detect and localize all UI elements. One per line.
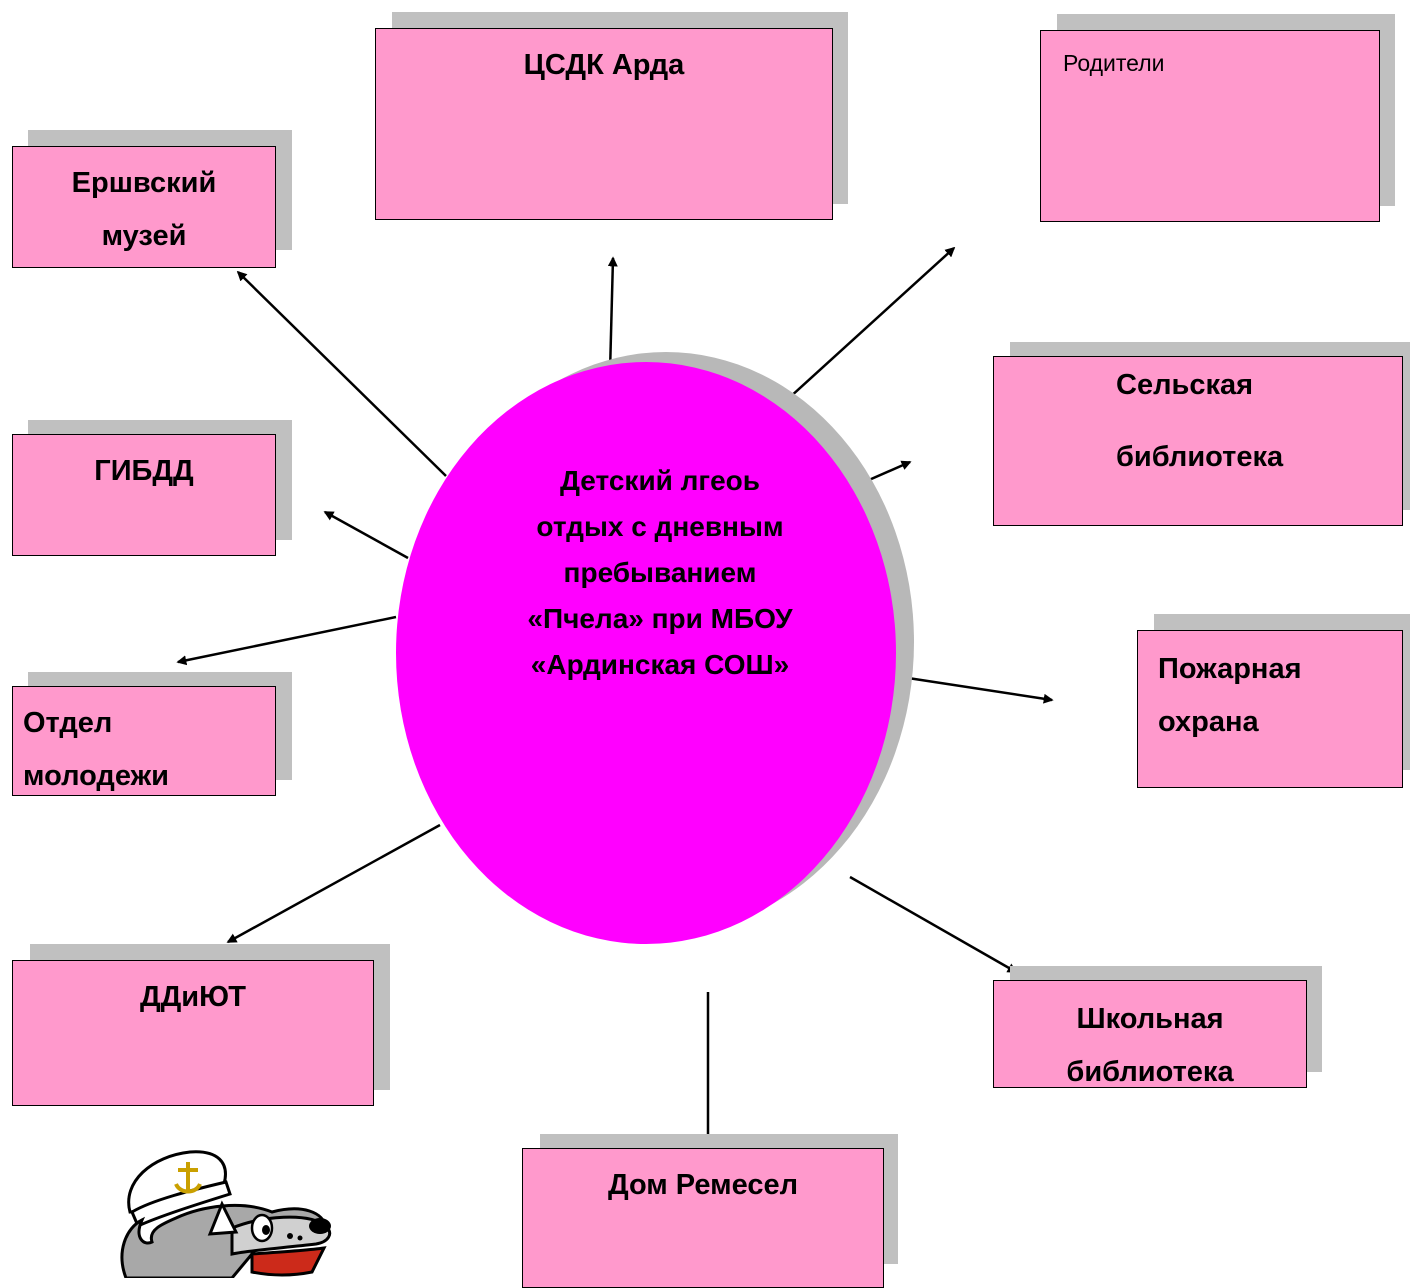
center-line: отдых с дневным <box>536 511 784 542</box>
node-label: Ершвский музей <box>71 167 217 252</box>
arrow-to-parents <box>777 246 956 409</box>
arrow-to-museum <box>236 270 447 477</box>
arrow-to-gibdd <box>323 510 409 560</box>
arrow-to-cdk <box>607 256 618 373</box>
center-line: «Ардинская СОШ» <box>530 649 790 680</box>
node-label: Школьная библиотека <box>1066 1003 1234 1088</box>
node-label: ЦСДК Арда <box>523 49 685 81</box>
node-label: Отдел молодежи <box>23 707 169 792</box>
node-label: ДДиЮТ <box>139 981 247 1013</box>
node-label: Пожарная охрана <box>1158 653 1302 738</box>
node-label: Дом Ремесел <box>607 1169 799 1201</box>
node-label: ГИБДД <box>94 455 194 487</box>
arrow-to-school-library <box>849 875 1018 974</box>
node-label: Сельская библиотека <box>1116 369 1284 473</box>
center-line: Детский лгеоь <box>560 465 760 496</box>
arrow-to-ddiut <box>226 823 441 944</box>
wolf-sailor-cartoon-icon <box>120 1150 332 1278</box>
center-circle <box>396 362 896 944</box>
arrow-to-youth <box>176 615 397 666</box>
center-line: пребыванием <box>563 557 757 588</box>
arrow-to-fire <box>907 676 1054 704</box>
node-label: Родители <box>1063 50 1165 76</box>
center-line: «Пчела» при МБОУ <box>527 603 793 634</box>
center-title: Детский лгеоь отдых с дневным пребывание… <box>470 458 850 688</box>
